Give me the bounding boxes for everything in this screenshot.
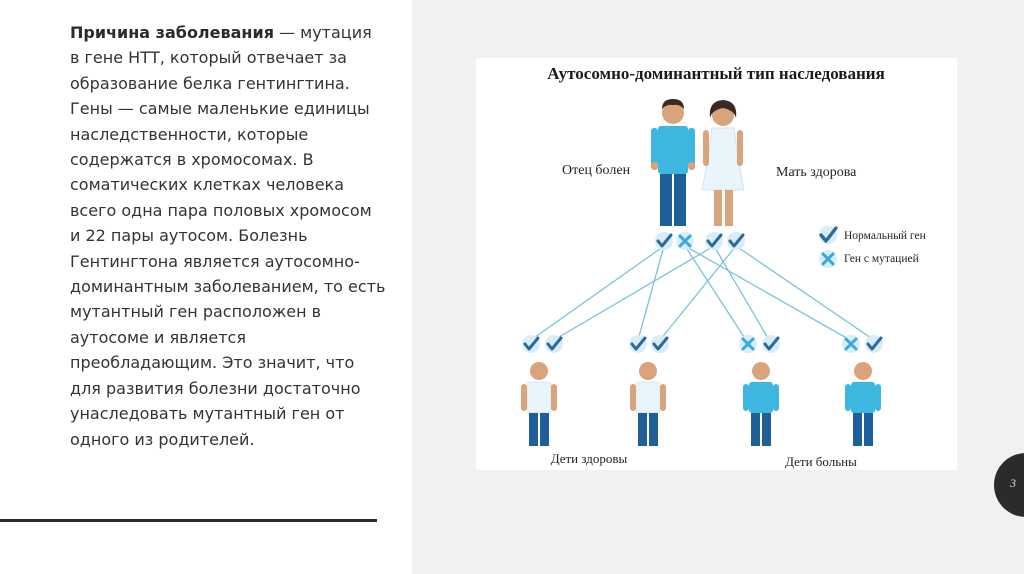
inheritance-diagram: Аутосомно-доминантный тип наследования О…	[476, 58, 957, 470]
text-line-3: образование белка гентингтина.	[70, 73, 350, 93]
mother-hair	[709, 100, 737, 118]
text-line-4: Гены — самые маленькие единицы	[70, 99, 370, 119]
text-line-13: аутосоме и является	[70, 327, 246, 347]
normal-gene-icon	[705, 232, 723, 250]
child-sick-1	[743, 362, 779, 446]
child-healthy-2	[630, 362, 666, 446]
children-sick-label: Дети больны	[785, 454, 857, 469]
text-line-15: для развития болезни достаточно	[70, 378, 361, 398]
text-line-11: доминантным заболеванием, то есть	[70, 277, 386, 297]
legend-check-icon	[819, 226, 838, 244]
inheritance-lines	[530, 245, 875, 341]
father-hair	[662, 99, 684, 109]
text-line-12: мутантный ген расположен в	[70, 302, 322, 322]
text-line-1: — мутация	[273, 23, 372, 42]
line-father-mut-child3	[684, 245, 747, 341]
line-mother-a-child3	[713, 245, 770, 341]
normal-gene-icon	[522, 335, 540, 353]
text-line-8: всего одна пара половых хромосом	[70, 200, 372, 220]
normal-gene-icon	[651, 335, 669, 353]
description-text: Причина заболевания — мутация в гене НТТ…	[70, 20, 390, 452]
mother-leg-right	[725, 190, 733, 226]
legend-cross-icon	[819, 250, 837, 268]
normal-gene-icon	[629, 335, 647, 353]
father-hand-left	[651, 162, 658, 170]
line-mother-b-child2	[659, 245, 737, 341]
line-mother-a-child1	[553, 245, 715, 341]
text-line-10: Гентингтона является аутосомно-	[70, 251, 360, 271]
line-mother-b-child4	[735, 245, 875, 341]
text-line-16: унаследовать мутантный ген от	[70, 404, 345, 424]
horizontal-rule	[0, 519, 377, 522]
children-genes	[522, 335, 883, 353]
father-hand-right	[688, 162, 695, 170]
cause-heading: Причина заболевания	[70, 23, 274, 42]
father-shirt	[658, 126, 688, 174]
children-healthy-label: Дети здоровы	[551, 451, 628, 466]
legend-mutation-label: Ген с мутацией	[844, 253, 919, 265]
father-head	[662, 102, 684, 124]
father-leg-right	[674, 174, 686, 226]
normal-gene-icon	[762, 335, 780, 353]
text-line-9: и 22 пары аутосом. Болезнь	[70, 226, 308, 246]
mother-arm-left	[703, 130, 709, 166]
text-line-2: в гене НТТ, который отвечает за	[70, 48, 347, 68]
mother-figure	[701, 100, 745, 226]
page-number: 3	[1010, 476, 1016, 490]
line-father-mut-child4	[684, 245, 851, 341]
normal-gene-icon	[655, 232, 673, 250]
father-leg-left	[660, 174, 672, 226]
legend: Нормальный ген Ген с мутацией	[819, 226, 926, 268]
text-line-6: содержатся в хромосомах. В	[70, 150, 314, 170]
legend-normal-label: Нормальный ген	[844, 230, 926, 242]
line-father-normal-child1	[530, 245, 665, 341]
father-label: Отец болен	[562, 163, 631, 178]
mother-arm-right	[737, 130, 743, 166]
diagram-title: Аутосомно-доминантный тип наследования	[547, 64, 885, 83]
father-arm-right	[688, 128, 695, 166]
normal-gene-icon	[727, 232, 745, 250]
diagram-svg: Аутосомно-доминантный тип наследования О…	[521, 64, 926, 469]
mutation-gene-icon	[842, 335, 860, 353]
child-healthy-1	[521, 362, 557, 446]
mutation-gene-icon	[676, 232, 694, 250]
normal-gene-icon	[545, 335, 563, 353]
mutation-gene-icon	[739, 335, 757, 353]
father-figure	[651, 99, 695, 226]
text-line-7: соматических клетках человека	[70, 175, 345, 195]
mother-label: Мать здорова	[776, 165, 857, 180]
text-line-17: одного из родителей.	[70, 429, 255, 449]
normal-gene-icon	[865, 335, 883, 353]
text-line-14: преобладающим. Это значит, что	[70, 353, 355, 373]
child-sick-2	[845, 362, 881, 446]
text-line-5: наследственности, которые	[70, 124, 309, 144]
mother-leg-left	[714, 190, 722, 226]
parent-genes	[655, 232, 745, 250]
father-arm-left	[651, 128, 658, 166]
line-father-normal-child2	[637, 245, 665, 341]
